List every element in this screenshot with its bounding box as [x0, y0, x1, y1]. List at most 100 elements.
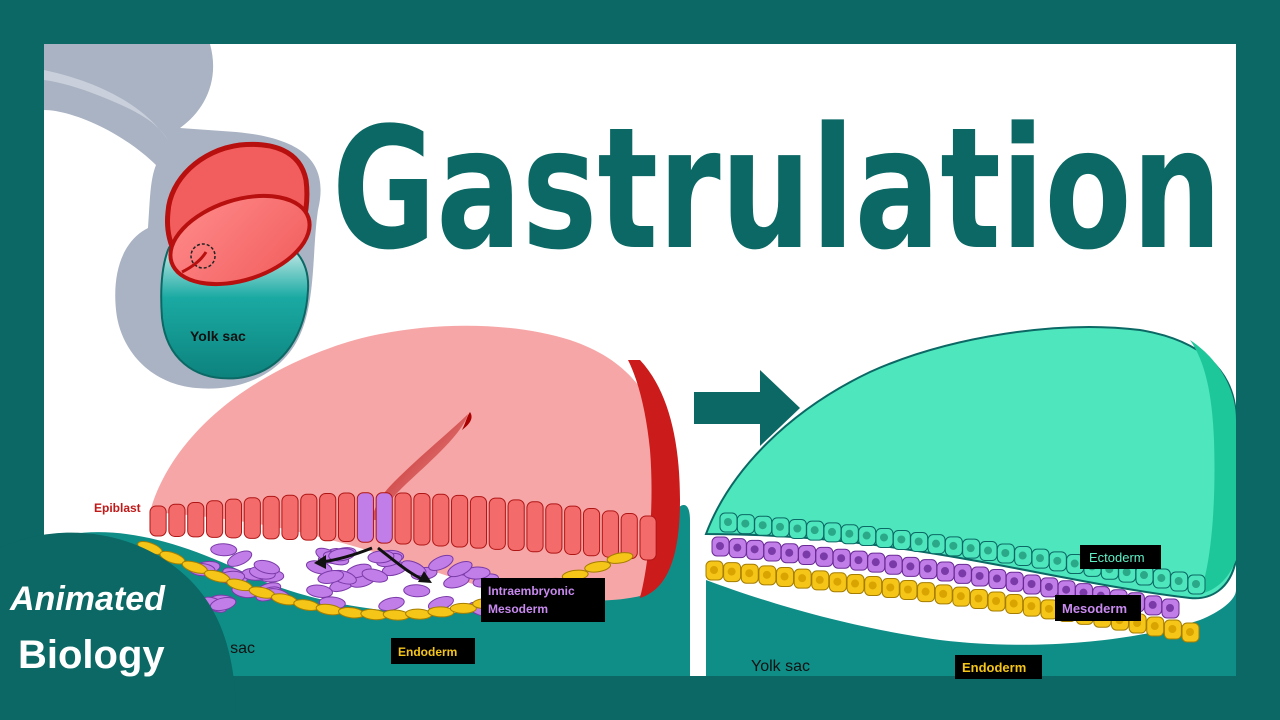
- cell-nucleus: [851, 579, 860, 588]
- cell-nucleus: [854, 556, 863, 565]
- cell-nucleus: [833, 577, 842, 586]
- epiblast-cell: [300, 493, 318, 541]
- cell-nucleus: [984, 546, 992, 555]
- embryo-overview-illustration: Yolk sac: [44, 44, 321, 389]
- cell-nucleus: [1070, 559, 1079, 568]
- mesoderm-cell: [227, 550, 253, 567]
- epiblast-cell: [168, 503, 186, 537]
- cell-nucleus: [1079, 588, 1088, 597]
- cell-nucleus: [716, 542, 724, 550]
- epiblast-cell: [469, 496, 488, 549]
- epiblast-cell-row: [149, 492, 657, 561]
- endoderm-label-right: Endoderm: [962, 660, 1026, 675]
- epiblast-cell: [262, 495, 280, 540]
- ectoderm-dome-shadow: [1190, 340, 1236, 594]
- endoderm-cell: [449, 602, 477, 614]
- animated-biology-logo: Animated Biology: [0, 532, 236, 720]
- ectoderm-label-box: [1080, 545, 1161, 569]
- intraembryonic-mesoderm-label-box: [481, 578, 605, 622]
- cell-nucleus: [1009, 599, 1018, 608]
- epiblast-cell: [337, 492, 356, 542]
- cell-nucleus: [932, 539, 940, 548]
- cell-nucleus: [810, 526, 819, 535]
- mesoderm-cell: [361, 568, 389, 583]
- cell-nucleus: [992, 574, 1001, 583]
- cell-nucleus: [1174, 577, 1183, 586]
- primitive-streak-mini: [181, 251, 208, 274]
- cell-nucleus: [1166, 604, 1174, 612]
- cell-nucleus: [776, 522, 784, 531]
- epiblast-cell: [149, 505, 167, 537]
- cell-nucleus: [889, 560, 898, 569]
- cell-nucleus: [828, 527, 836, 536]
- arrowhead-left: [314, 555, 326, 569]
- cell-nucleus: [1140, 571, 1148, 580]
- yolk-sac-mass-right: [706, 580, 1236, 676]
- cell-nucleus: [1018, 551, 1027, 560]
- mesoderm-label-box: [1055, 595, 1141, 621]
- epiblast-cell: [582, 507, 601, 557]
- endoderm-cell: [584, 560, 611, 573]
- mesoderm-cell: [253, 559, 280, 575]
- cell-nucleus: [868, 581, 877, 590]
- mesoderm-cell: [403, 584, 431, 598]
- epiblast-cell: [564, 505, 582, 555]
- yolk-sac-label-right: Yolk sac: [751, 658, 810, 675]
- cell-nucleus: [1186, 628, 1194, 636]
- mesoderm-cell: [447, 560, 473, 578]
- yolk-sac-label-top: Yolk sac: [190, 328, 246, 344]
- epiblast-cell: [639, 515, 657, 561]
- cell-nucleus: [1044, 582, 1053, 591]
- epiblast-cell: [451, 494, 469, 548]
- epiblast-cell: [206, 500, 224, 538]
- logo-text-animated: Animated: [9, 580, 166, 618]
- mesoderm-cell: [428, 554, 454, 571]
- epiblast-cell: [545, 503, 563, 554]
- cell-nucleus: [733, 543, 742, 552]
- primitive-node-marker: [190, 243, 216, 269]
- cell-nucleus: [1148, 600, 1157, 609]
- epiblast-cell: [432, 493, 450, 547]
- cell-nucleus: [939, 589, 948, 598]
- epiblast-label: Epiblast: [94, 501, 141, 515]
- epiblast-cell: [488, 497, 506, 550]
- cell-nucleus: [710, 566, 718, 574]
- cell-nucleus: [897, 535, 906, 544]
- endoderm-label-left: Endoderm: [398, 645, 457, 659]
- embryonic-disc: [168, 193, 312, 287]
- cell-nucleus: [1053, 556, 1062, 565]
- epiblast-cell: [413, 493, 431, 546]
- mesoderm-cell: [317, 570, 344, 584]
- cell-nucleus: [956, 592, 965, 601]
- cell-nucleus: [750, 545, 759, 554]
- cell-nucleus: [727, 567, 736, 576]
- cell-nucleus: [923, 564, 932, 573]
- cell-nucleus: [1157, 574, 1166, 583]
- endoderm-label-box-left: [391, 638, 475, 664]
- cell-nucleus: [1062, 585, 1071, 594]
- cell-nucleus: [724, 518, 732, 526]
- cell-nucleus: [1122, 568, 1131, 577]
- epiblast-cell: [319, 493, 337, 542]
- cell-nucleus: [845, 529, 854, 538]
- cell-nucleus: [819, 552, 828, 561]
- cell-nucleus: [975, 571, 984, 580]
- arrowhead-right: [418, 571, 432, 583]
- epiblast-cell: [187, 501, 205, 538]
- ingressing-cell: [356, 492, 374, 543]
- primitive-streak: [372, 414, 468, 520]
- cell-nucleus: [780, 572, 789, 581]
- cell-nucleus: [1010, 577, 1019, 586]
- logo-badge: [0, 532, 236, 720]
- intraembryonic-mesoderm-label-line1: Intraembryonic: [488, 584, 575, 598]
- cell-nucleus: [992, 596, 1001, 605]
- cell-nucleus: [741, 519, 750, 528]
- endoderm-label-box-right: [955, 655, 1042, 679]
- cell-nucleus: [880, 533, 888, 542]
- ectoderm-cell-row: [719, 512, 1206, 595]
- cell-nucleus: [906, 562, 915, 571]
- cell-nucleus: [1133, 619, 1142, 628]
- cell-nucleus: [837, 554, 846, 563]
- endoderm-cell-row-right: [705, 560, 1200, 643]
